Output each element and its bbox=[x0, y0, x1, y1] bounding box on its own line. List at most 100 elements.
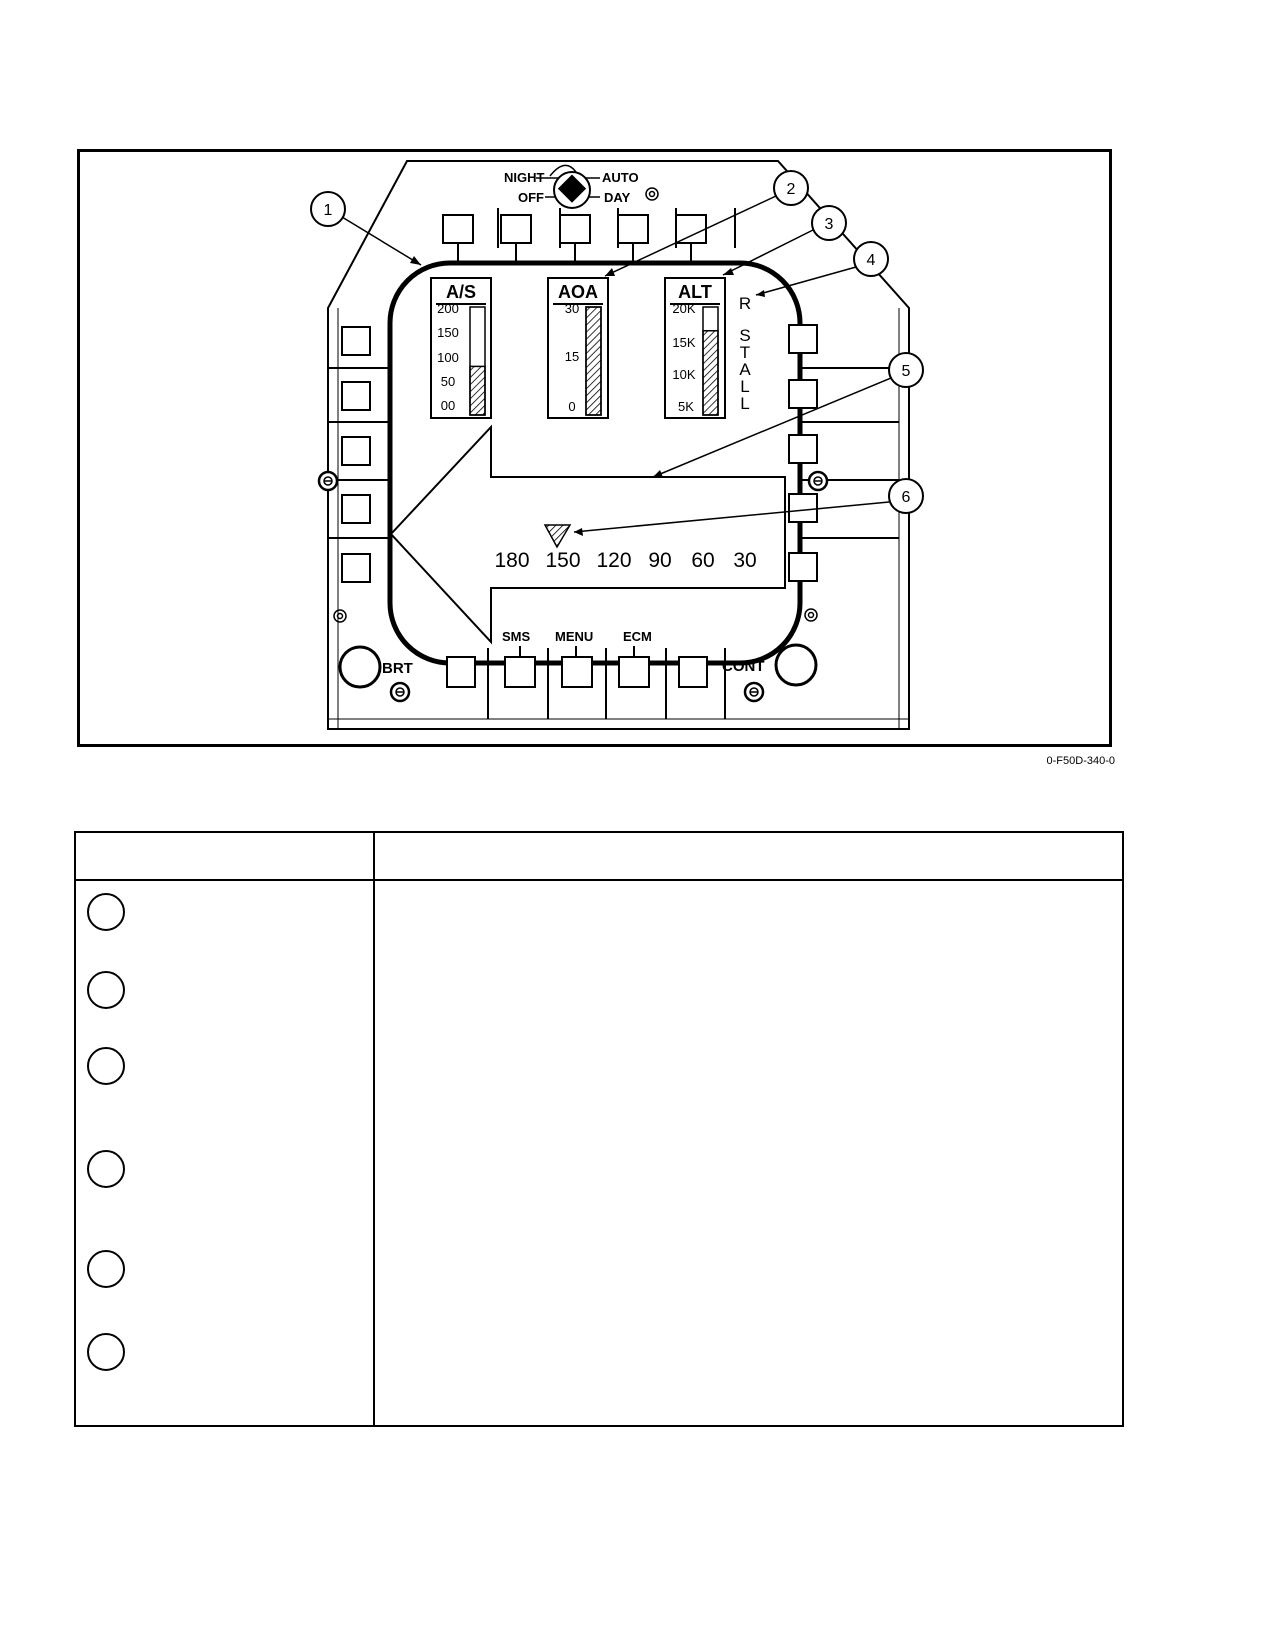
mode-switch[interactable] bbox=[536, 164, 600, 209]
figure-id: 0-F50D-340-0 bbox=[1046, 755, 1115, 767]
heading-tick: 120 bbox=[596, 549, 631, 572]
legend-key-circle bbox=[87, 1333, 125, 1371]
heading-pointer-icon bbox=[543, 524, 572, 549]
left-pushbutton-4[interactable] bbox=[341, 494, 371, 524]
heading-tick: 60 bbox=[691, 549, 714, 572]
left-pushbuttons bbox=[328, 326, 390, 583]
callout-4: 4 bbox=[853, 241, 889, 277]
screw-bottom-right-icon bbox=[743, 681, 765, 703]
top-pushbutton-3[interactable] bbox=[559, 214, 591, 244]
bottom-pushbutton-ecm[interactable] bbox=[618, 656, 650, 688]
callout-number: 6 bbox=[902, 489, 911, 506]
callout-3: 3 bbox=[811, 205, 847, 241]
bottom-pushbutton-sms[interactable] bbox=[504, 656, 536, 688]
bezel-outline bbox=[327, 160, 910, 730]
stall-letter: S bbox=[739, 326, 750, 345]
legend-key-circle bbox=[87, 893, 125, 931]
callout-2: 2 bbox=[773, 170, 809, 206]
aoa-bar-fill bbox=[585, 306, 602, 416]
callout-number: 2 bbox=[787, 181, 796, 198]
left-pushbutton-2[interactable] bbox=[341, 381, 371, 411]
altitude-title: ALT bbox=[678, 282, 712, 302]
right-pushbutton-2[interactable] bbox=[788, 379, 818, 409]
airspeed-bar-fill bbox=[469, 365, 486, 416]
aoa-scale: AOA 30 15 0 bbox=[547, 277, 609, 419]
left-pushbutton-5[interactable] bbox=[341, 553, 371, 583]
heading-tick: 180 bbox=[494, 549, 529, 572]
brightness-label: BRT bbox=[382, 660, 413, 677]
contrast-knob[interactable] bbox=[774, 643, 818, 687]
callout-leaders bbox=[341, 195, 892, 533]
altitude-bar-fill bbox=[702, 330, 719, 416]
left-pushbutton-1[interactable] bbox=[341, 326, 371, 356]
callout-number: 4 bbox=[867, 252, 876, 269]
legend-key-circle bbox=[87, 971, 125, 1009]
bottom-pushbutton-menu[interactable] bbox=[561, 656, 593, 688]
legend-key-circle bbox=[87, 1250, 125, 1288]
altitude-tick: 20K bbox=[672, 301, 695, 316]
airspeed-scale: A/S 200 150 100 50 00 bbox=[430, 277, 492, 419]
aoa-tick: 0 bbox=[568, 399, 575, 414]
bottom-pushbutton-5[interactable] bbox=[678, 656, 708, 688]
right-pushbutton-5[interactable] bbox=[788, 552, 818, 582]
legend-header bbox=[76, 833, 1122, 881]
callout-6: 6 bbox=[888, 478, 924, 514]
mode-label-off: OFF bbox=[518, 190, 544, 205]
screw-bottom-left-icon bbox=[389, 681, 411, 703]
heading-arrow bbox=[389, 424, 786, 645]
legend-table bbox=[74, 831, 1124, 1427]
screw-left-icon bbox=[317, 470, 339, 492]
heading-scale: 180 150 120 90 60 30 bbox=[494, 549, 756, 572]
menu-label: MENU bbox=[555, 629, 593, 644]
callout-1: 1 bbox=[310, 191, 346, 227]
right-pushbutton-4[interactable] bbox=[788, 493, 818, 523]
bottom-pushbuttons bbox=[446, 646, 726, 719]
right-pushbutton-1[interactable] bbox=[788, 324, 818, 354]
light-sensor-right-icon bbox=[804, 608, 818, 622]
left-pushbutton-3[interactable] bbox=[341, 436, 371, 466]
airspeed-tick: 50 bbox=[441, 374, 455, 389]
stall-letter: L bbox=[740, 377, 749, 396]
legend-column-divider bbox=[373, 833, 375, 1425]
callout-number: 5 bbox=[902, 363, 911, 380]
altitude-scale: ALT 20K 15K 10K 5K bbox=[664, 277, 726, 419]
figure-frame: NIGHT AUTO OFF DAY BRT CONT SMS MENU ECM… bbox=[77, 149, 1112, 747]
ecm-label: ECM bbox=[623, 629, 652, 644]
screw-right-icon bbox=[807, 470, 829, 492]
sms-label: SMS bbox=[502, 629, 531, 644]
aoa-tick: 15 bbox=[565, 349, 579, 364]
altitude-tick: 10K bbox=[672, 367, 695, 382]
top-pushbutton-1[interactable] bbox=[442, 214, 474, 244]
light-sensor-left-icon bbox=[333, 609, 347, 623]
brightness-knob[interactable] bbox=[338, 645, 382, 689]
top-pushbutton-5[interactable] bbox=[675, 214, 707, 244]
mode-label-auto: AUTO bbox=[602, 170, 639, 185]
stall-warning: R S T A L L bbox=[739, 294, 751, 413]
right-pushbutton-3[interactable] bbox=[788, 434, 818, 464]
top-pushbutton-2[interactable] bbox=[500, 214, 532, 244]
airspeed-tick: 00 bbox=[441, 398, 455, 413]
top-pushbutton-4[interactable] bbox=[617, 214, 649, 244]
bottom-pushbutton-1[interactable] bbox=[446, 656, 476, 688]
mode-label-day: DAY bbox=[604, 190, 631, 205]
airspeed-tick: 100 bbox=[437, 350, 459, 365]
mode-knob-pointer bbox=[557, 174, 587, 203]
right-pushbuttons bbox=[788, 324, 899, 582]
stall-letter: L bbox=[740, 394, 749, 413]
aoa-title: AOA bbox=[558, 282, 598, 302]
callout-number: 1 bbox=[324, 202, 333, 219]
callout-arrowheads bbox=[410, 256, 765, 536]
stall-letter: T bbox=[740, 343, 750, 362]
contrast-label: CONT bbox=[722, 658, 765, 675]
aoa-tick: 30 bbox=[565, 301, 579, 316]
airspeed-tick: 200 bbox=[437, 301, 459, 316]
heading-tick: 90 bbox=[648, 549, 671, 572]
callout-number: 3 bbox=[825, 216, 834, 233]
heading-tick: 30 bbox=[733, 549, 756, 572]
stall-letter: R bbox=[739, 294, 751, 313]
airspeed-title: A/S bbox=[446, 282, 476, 302]
altitude-tick: 15K bbox=[672, 335, 695, 350]
legend-key-circle bbox=[87, 1150, 125, 1188]
heading-tick: 150 bbox=[545, 549, 580, 572]
light-sensor-icon bbox=[645, 187, 659, 201]
